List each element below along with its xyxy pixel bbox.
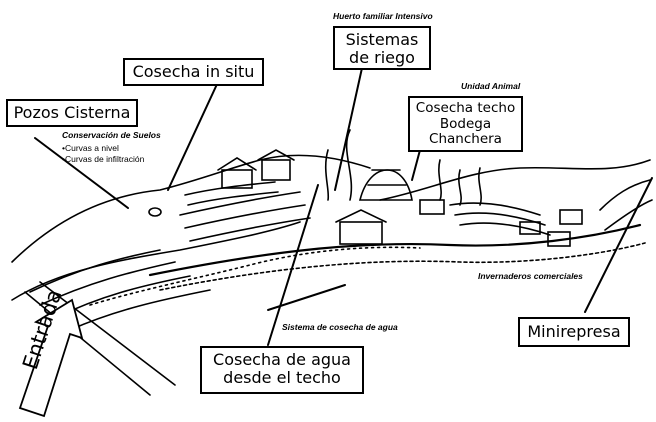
label-unidad-animal: Unidad Animal	[461, 81, 520, 91]
box-minirepresa: Minirepresa	[518, 317, 630, 347]
pointer-techo	[412, 150, 420, 180]
pointer-minirepresa	[585, 178, 652, 312]
pointer-agua-techo-2	[268, 285, 345, 310]
box-cosecha-in-situ: Cosecha in situ	[123, 58, 264, 86]
box-cosecha-techo: Cosecha techo Bodega Chanchera	[408, 96, 523, 152]
box-cosecha-agua-techo: Cosecha de agua desde el techo	[200, 346, 364, 394]
box-cosecha-techo-line3: Chanchera	[410, 132, 521, 148]
label-curvas-infiltracion: •Curvas de infiltración	[62, 154, 144, 165]
label-invernaderos: Invernaderos comerciales	[478, 271, 583, 281]
label-sistema-cosecha-agua: Sistema de cosecha de agua	[282, 322, 398, 332]
box-sistemas-riego-line2: de riego	[335, 49, 429, 67]
pointer-riego	[335, 68, 362, 190]
label-curvas-nivel: •Curvas a nivel	[62, 143, 119, 154]
box-pozos-cisterna: Pozos Cisterna	[6, 99, 138, 127]
hill-outline	[12, 155, 370, 262]
label-conservacion-suelos: Conservación de Suelos	[62, 130, 161, 140]
box-sistemas-riego: Sistemas de riego	[333, 26, 431, 70]
pointer-in-situ	[168, 82, 218, 190]
box-cosecha-techo-line2: Bodega	[410, 117, 521, 133]
box-cosecha-techo-line1: Cosecha techo	[410, 101, 521, 117]
box-sistemas-riego-line1: Sistemas	[335, 31, 429, 49]
box-cosecha-agua-techo-line2: desde el techo	[202, 369, 362, 387]
box-cosecha-agua-techo-line1: Cosecha de agua	[202, 351, 362, 369]
title-huerto: Huerto familiar Intensivo	[333, 11, 433, 21]
